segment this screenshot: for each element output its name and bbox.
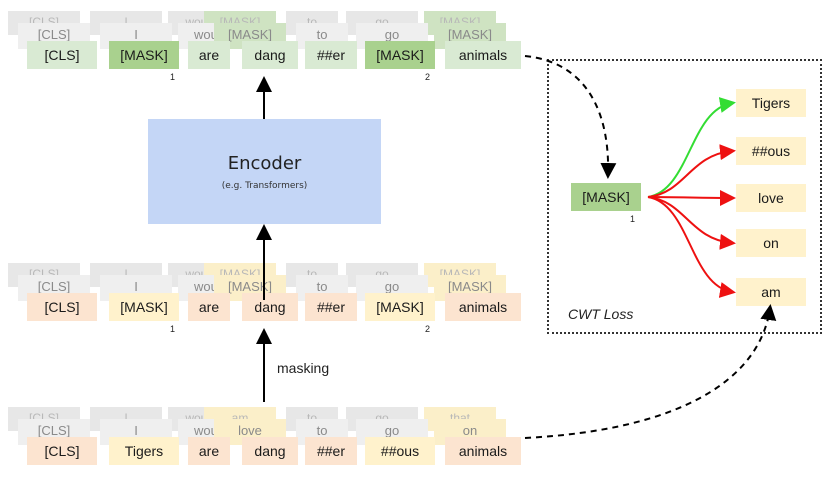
- bottom_row-token: ##ous: [365, 437, 435, 465]
- bottom_row-token: ##er: [305, 437, 357, 465]
- top_row-subscript-2: 2: [425, 72, 431, 82]
- cwt-loss-box: [547, 59, 822, 334]
- middle_row-subscript-1: 1: [170, 324, 176, 334]
- cwt-loss-label: CWT Loss: [568, 306, 634, 322]
- top_row-token: animals: [445, 41, 521, 69]
- middle_row-token: animals: [445, 293, 521, 321]
- middle_row-token: [MASK]: [109, 293, 179, 321]
- cwt-mask-token: [MASK]: [571, 183, 641, 211]
- dashed-arrow-to-am-candidate: [524, 304, 777, 439]
- cwt-candidate-token: on: [736, 229, 806, 257]
- encoder-subtitle: (e.g. Transformers): [221, 181, 308, 191]
- arrow-to-on: [647, 196, 736, 250]
- encoder-title: Encoder: [227, 153, 302, 174]
- middle_row-token: [MASK]: [365, 293, 435, 321]
- bottom_row-token: Tigers: [109, 437, 179, 465]
- middle_row-subscript-2: 2: [425, 324, 431, 334]
- middle_row-token: [CLS]: [27, 293, 97, 321]
- middle_row-token: dang: [242, 293, 298, 321]
- cwt-mask-subscript: 1: [630, 214, 636, 224]
- top_row-token: [MASK]: [365, 41, 435, 69]
- arrow-to-ous: [647, 144, 736, 198]
- top_row-token: ##er: [305, 41, 357, 69]
- top_row-token: [CLS]: [27, 41, 97, 69]
- bottom_row-token: [CLS]: [27, 437, 97, 465]
- arrow-to-am: [647, 196, 736, 298]
- top_row-token: [MASK]: [109, 41, 179, 69]
- bottom_row-token: are: [188, 437, 230, 465]
- top_row-token: are: [188, 41, 230, 69]
- cwt-candidate-token: Tigers: [736, 89, 806, 117]
- bottom_row-token: dang: [242, 437, 298, 465]
- masking-label: masking: [277, 360, 330, 376]
- cwt-candidate-token: am: [736, 278, 806, 306]
- arrow-to-love: [647, 189, 736, 206]
- middle_row-token: ##er: [305, 293, 357, 321]
- cwt-candidate-token: ##ous: [736, 137, 806, 165]
- dashed-arrow-to-cwt-mask: [524, 55, 617, 179]
- top_row-subscript-1: 1: [170, 72, 176, 82]
- cwt-candidate-token: love: [736, 184, 806, 212]
- top_row-token: dang: [242, 41, 298, 69]
- encoder-block: Encoder (e.g. Transformers): [148, 119, 381, 224]
- middle_row-token: are: [188, 293, 230, 321]
- bottom_row-token: animals: [445, 437, 521, 465]
- arrow-to-tigers: [647, 97, 736, 198]
